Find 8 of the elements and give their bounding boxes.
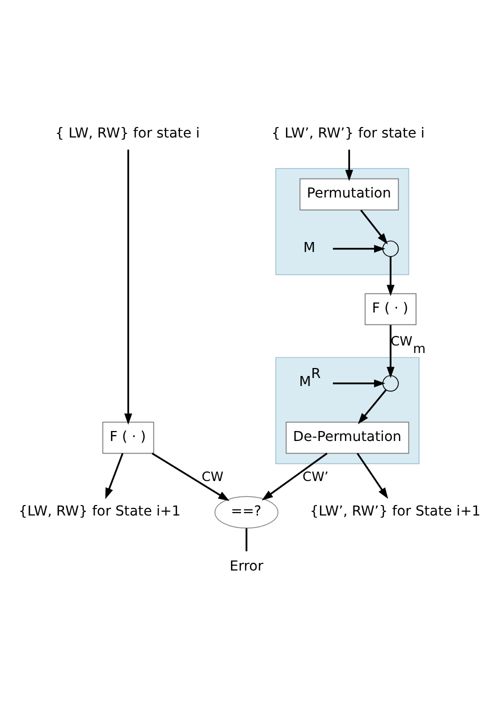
node-text: Error: [230, 558, 264, 574]
node-text: { LW, RW} for state i: [55, 125, 200, 142]
node-text: M: [303, 240, 316, 256]
node-text: {LW’, RW’} for State i+1: [310, 504, 481, 520]
node-text: {LW, RW} for State i+1: [18, 504, 181, 520]
node-text: { LW’, RW’} for state i: [271, 125, 425, 142]
edge-label: CW: [202, 470, 224, 485]
edge-label: CW’: [302, 470, 329, 485]
